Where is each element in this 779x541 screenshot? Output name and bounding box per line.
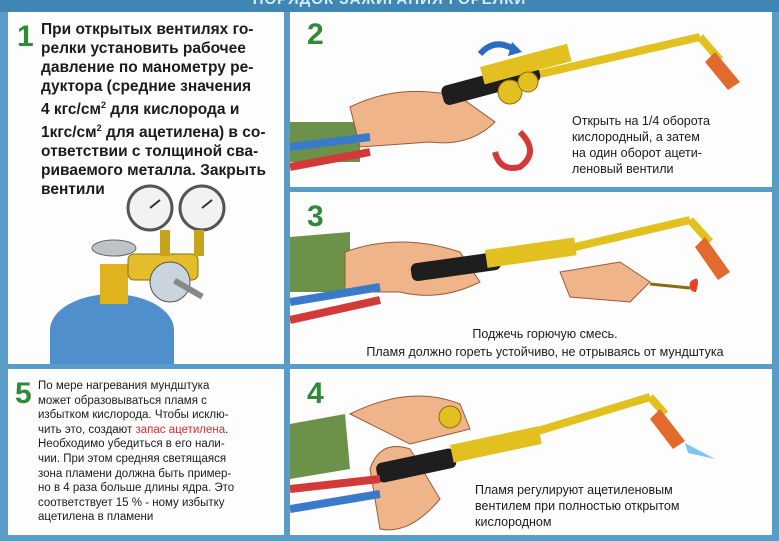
oxygen-hose (290, 133, 371, 151)
torch-tip (650, 409, 685, 449)
step-3-number: 3 (307, 200, 324, 233)
torch-tube (539, 33, 701, 78)
step-5-panel: 5 По мере нагревания мундштука может обр… (8, 369, 284, 535)
rotate-arrow-red (492, 129, 533, 171)
step-4-text: Пламя регулируют ацетиленовым вентилем п… (475, 483, 680, 529)
step-5-text: По мере нагревания мундштука может образ… (38, 380, 235, 524)
torch-ignite-illustration (290, 216, 730, 324)
torch-handle (376, 448, 457, 483)
step-5-number: 5 (15, 377, 32, 410)
torch-body (450, 426, 542, 463)
sleeve (290, 414, 350, 479)
step-3-panel: 3 Поджечь горючую смесь. Пламя должно го… (290, 192, 772, 364)
step-1-text: При открытых вентилях го- релки установи… (41, 21, 267, 199)
regulator-knob (149, 261, 191, 303)
torch-tube (536, 393, 652, 435)
highlight-text: запас ацетилена (135, 423, 226, 436)
oxygen-hose (290, 283, 381, 306)
step-1-panel: 1 При открытых вентилях го- релки устано… (8, 12, 284, 364)
torch-handle (410, 252, 501, 282)
cylinder-valve (100, 264, 128, 304)
acetylene-hose (290, 475, 381, 493)
hand (349, 90, 496, 148)
step-4-panel: 4 Пламя регулируют ацетиленовым вентилем… (290, 369, 772, 535)
sleeve (290, 232, 350, 292)
step-2-number: 2 (307, 18, 324, 51)
oxygen-hose (290, 490, 381, 513)
acetylene-hose (290, 296, 381, 324)
torch-tube (574, 216, 691, 251)
poster-header: ПОРЯДОК ЗАЖИГАНИЯ ГОРЕЛКИ (0, 0, 779, 12)
poster-title: ПОРЯДОК ЗАЖИГАНИЯ ГОРЕЛКИ (0, 0, 779, 8)
step-2-panel: 2 Открыть на 1/4 оборота кислородный, а … (290, 12, 772, 187)
torch-adjust-illustration (290, 393, 715, 531)
step-3-text: Поджечь горючую смесь. Пламя должно горе… (366, 327, 724, 359)
step-2-text: Открыть на 1/4 оборота кислородный, а за… (572, 114, 710, 176)
acetylene-valve (517, 71, 539, 93)
step-4-number: 4 (307, 377, 324, 410)
blue-flame (685, 443, 715, 459)
torch-body (480, 43, 572, 85)
regulator-illustration (50, 184, 226, 364)
torch-tip (705, 52, 740, 90)
oxygen-valve (497, 79, 523, 105)
step-1-number: 1 (17, 20, 34, 53)
match (649, 282, 691, 290)
torch-open-illustration (290, 33, 740, 171)
flame (689, 278, 698, 292)
acetylene-hose (290, 148, 371, 171)
second-hand (559, 261, 651, 303)
torch-body (485, 237, 577, 268)
upper-hand (348, 395, 471, 445)
torch-tip (695, 237, 730, 280)
acetylene-valve (438, 405, 462, 429)
